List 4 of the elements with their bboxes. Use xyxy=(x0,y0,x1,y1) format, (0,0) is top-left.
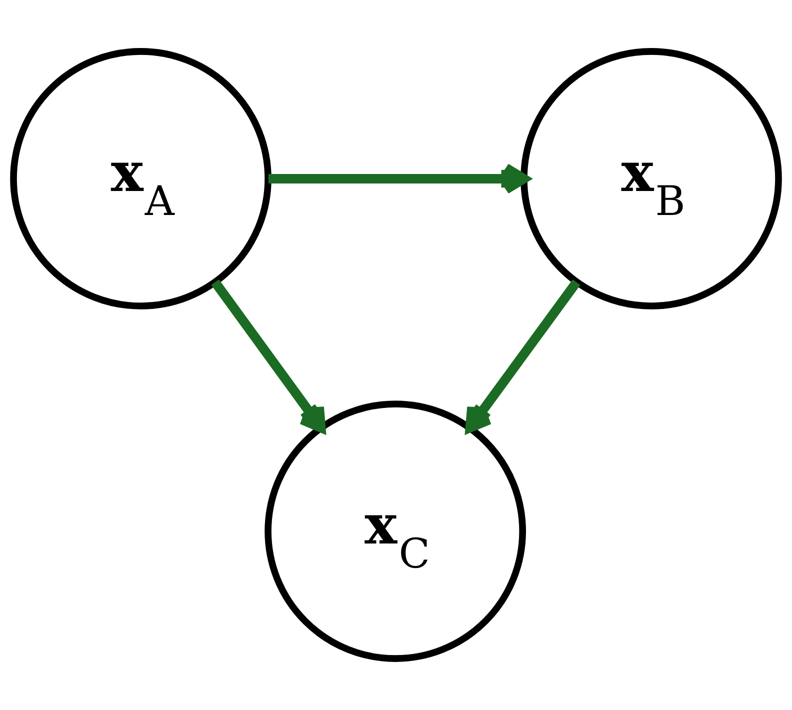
node-circle: x$_{A}$ xyxy=(10,48,272,310)
arrow xyxy=(211,279,326,432)
arrow xyxy=(465,279,580,432)
node-circle: x$_{B}$ xyxy=(520,48,782,310)
